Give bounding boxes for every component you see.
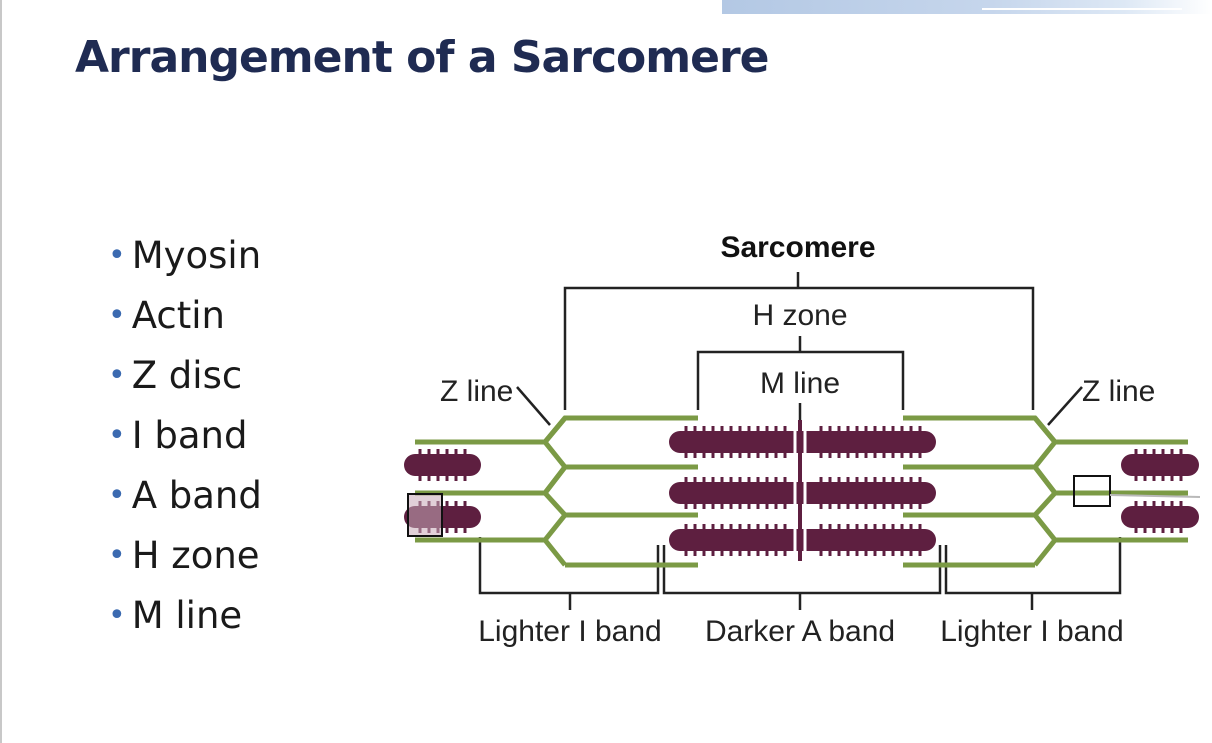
bullet-dot-icon: • [108,538,126,573]
zoom-callout-box-right [1073,475,1111,507]
bullet-dot-icon: • [108,598,126,633]
zoom-callout-line [1109,494,1200,498]
z-line-left-pointer [516,386,551,426]
bullet-text: A band [131,474,262,517]
h-zone-label: H zone [752,299,847,332]
bullet-item: •A band [108,466,262,526]
myosin-thick-filaments [669,420,936,561]
darker-a-band-bracket [662,545,942,595]
bullet-item: •H zone [108,526,262,586]
bullet-dot-icon: • [108,418,126,453]
bullet-text: Actin [131,294,225,337]
header-accent-line [982,8,1182,10]
lighter-i-band-left-label: Lighter I band [478,615,661,648]
sarcomere-label: Sarcomere [720,231,875,264]
bullet-list: •Myosin •Actin •Z disc •I band •A band •… [108,226,262,646]
bullet-text: M line [131,594,243,637]
z-line-right-label: Z line [1082,375,1155,408]
bullet-text: Z disc [131,354,243,397]
bullet-item: •Myosin [108,226,262,286]
bullet-item: •Z disc [108,346,262,406]
slide-title: Arrangement of a Sarcomere [75,32,769,83]
z-disc-right [1031,416,1059,567]
lighter-i-band-right-label: Lighter I band [940,615,1123,648]
actin-thin-filaments [415,415,1188,568]
myosin-edge-right [1121,449,1199,533]
bullet-dot-icon: • [108,298,126,333]
m-line-label: M line [760,367,840,400]
bullet-item: •M line [108,586,262,646]
z-disc-left [541,416,569,567]
zoom-callout-box-left [407,493,443,537]
sarcomere-diagram: Sarcomere H zone M line Z line Z line Li… [404,231,1200,648]
bullet-dot-icon: • [108,478,126,513]
bullet-dot-icon: • [108,238,126,273]
bullet-text: I band [131,414,248,457]
darker-a-band-label: Darker A band [705,615,895,648]
bullet-text: Myosin [131,234,262,277]
header-accent-band [722,0,1212,14]
bullet-item: •I band [108,406,262,466]
slide-left-border [0,0,2,743]
bullet-dot-icon: • [108,358,126,393]
bullet-text: H zone [131,534,260,577]
z-line-left-label: Z line [440,375,513,408]
z-line-right-pointer [1047,386,1083,426]
bullet-item: •Actin [108,286,262,346]
